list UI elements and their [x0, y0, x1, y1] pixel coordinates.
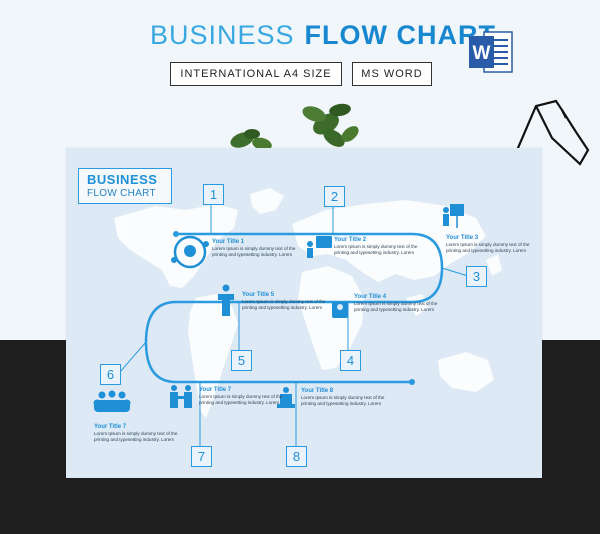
person-monitor-icon: [332, 302, 348, 318]
item-desc-1: Lorem Ipsum is simply dummy text of the …: [212, 246, 296, 258]
item-title-2: Your Title 2: [334, 237, 367, 243]
title-bold-part: FLOW CHART: [304, 20, 497, 50]
item-title-3: Your Title 3: [446, 235, 479, 241]
item-desc-3: Lorem Ipsum is simply dummy text of the …: [446, 242, 530, 254]
step-number-7: 7: [191, 446, 212, 467]
item-desc-8: Lorem Ipsum is simply dummy text of the …: [301, 395, 385, 407]
presenter-easel-icon: [443, 204, 464, 228]
plant-decoration: [230, 103, 359, 151]
item-desc-5: Lorem Ipsum is simply dummy text of the …: [242, 299, 326, 311]
ms-word-icon: W: [469, 31, 513, 73]
item-title-7: Your Title 7: [199, 387, 232, 393]
card-title-line1: BUSINESS: [87, 172, 158, 187]
word-letter: W: [473, 43, 491, 64]
step-number-5: 5: [231, 350, 252, 371]
team-group-icon: [93, 390, 131, 412]
step-number-8: 8: [286, 446, 307, 467]
item-title-5: Your Title 5: [242, 292, 275, 298]
desk-person-icon: [277, 387, 295, 408]
item-title-1: Your Title 1: [212, 239, 245, 245]
title-light-part: BUSINESS: [150, 20, 295, 50]
presentation-board-icon: [307, 236, 332, 258]
step-number-4: 4: [340, 350, 361, 371]
format-tag: MS WORD: [352, 62, 432, 86]
item-desc-7: Lorem Ipsum is simply dummy text of the …: [199, 394, 283, 406]
size-tag: INTERNATIONAL A4 SIZE: [170, 62, 342, 86]
handshake-icon: [170, 385, 192, 408]
item-title-6: Your Title 7: [94, 424, 127, 430]
item-desc-4: Lorem Ipsum is simply dummy text of the …: [354, 301, 438, 313]
card-title-line2: FLOW CHART: [87, 188, 156, 199]
card-title-box: BUSINESS FLOW CHART: [78, 168, 172, 204]
item-title-8: Your Title 8: [301, 388, 334, 394]
speaker-podium-icon: [218, 284, 234, 316]
step-number-2: 2: [324, 186, 345, 207]
item-desc-2: Lorem Ipsum is simply dummy text of the …: [334, 244, 418, 256]
item-desc-6: Lorem Ipsum is simply dummy text of the …: [94, 431, 178, 443]
world-map-background: [93, 188, 502, 448]
item-title-4: Your Title 4: [354, 294, 387, 300]
flow-chart-card: BUSINESS FLOW CHART 1 2 3 4 5 6 7 8 Your…: [66, 148, 542, 478]
page-title: BUSINESS FLOW CHART: [150, 20, 496, 51]
people-circle-icon: [171, 235, 209, 269]
step-number-6: 6: [100, 364, 121, 385]
step-number-1: 1: [203, 184, 224, 205]
step-number-3: 3: [466, 266, 487, 287]
